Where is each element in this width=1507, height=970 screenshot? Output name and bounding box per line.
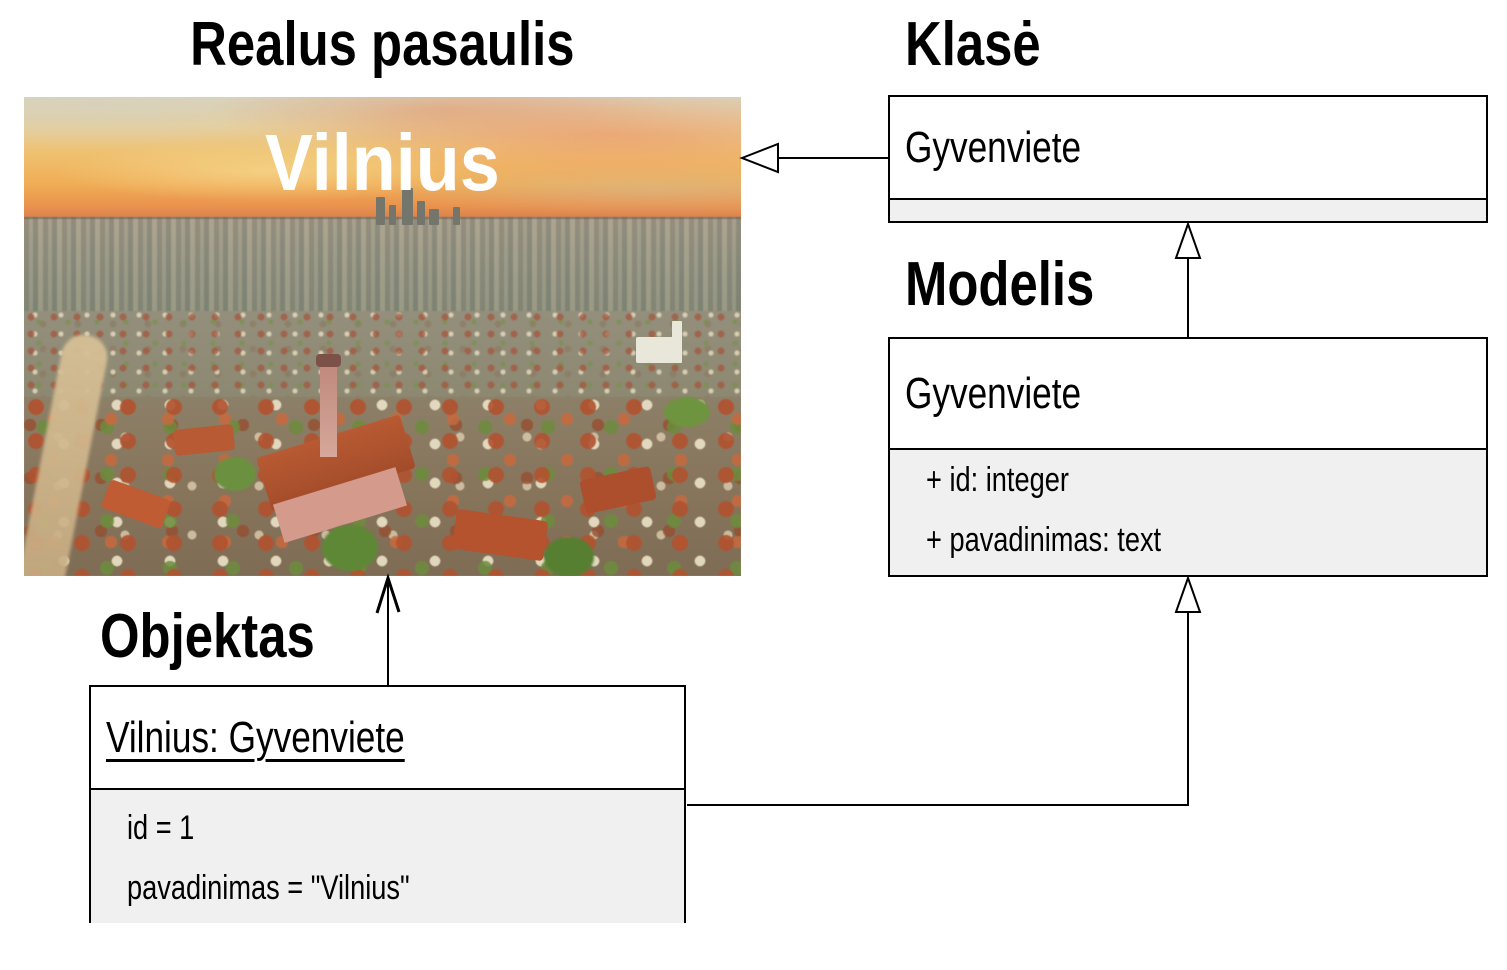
object-heading-label: Objektas (100, 602, 315, 671)
model-box-name: Gyvenviete (905, 368, 1082, 418)
class-heading-label: Klasė (905, 10, 1041, 79)
vilnius-cityscape-photo: Vilnius (24, 97, 741, 576)
object-heading: Objektas (100, 606, 362, 668)
photo-caption: Vilnius (24, 123, 741, 203)
tree (664, 397, 710, 427)
object-to-photo-connector (375, 573, 401, 686)
skyscraper-silhouette (453, 207, 460, 225)
class-heading: Klasė (905, 14, 1070, 76)
photo-caption-text: Vilnius (265, 118, 500, 207)
object-attribute-id: id = 1 (127, 809, 195, 847)
model-attribute-id: + id: integer (926, 461, 1069, 499)
church-tower (320, 365, 337, 457)
class-box-attributes-compartment (890, 198, 1486, 221)
tree (544, 537, 594, 576)
object-to-model-connector (687, 574, 1202, 806)
hollow-triangle-arrowhead (739, 142, 779, 174)
skyscraper-silhouette (402, 188, 413, 225)
photo-distant-skyline (24, 217, 741, 313)
object-box-attributes-compartment: id = 1 pavadinimas = "Vilnius" (91, 788, 684, 923)
object-box-name-compartment: Vilnius: Gyvenviete (91, 687, 684, 788)
model-box-name-compartment: Gyvenviete (890, 339, 1486, 448)
attribute-row: + id: integer (890, 450, 1486, 510)
hollow-triangle-arrowhead (1174, 574, 1202, 613)
model-box-attributes-compartment: + id: integer + pavadinimas: text (890, 448, 1486, 575)
open-arrowhead (375, 573, 401, 614)
object-uml-box: Vilnius: Gyvenviete id = 1 pavadinimas =… (89, 685, 686, 923)
attribute-row: pavadinimas = "Vilnius" (91, 858, 684, 918)
hollow-triangle-arrowhead (1174, 220, 1202, 259)
real-world-heading: Realus pasaulis (24, 14, 741, 76)
model-heading-label: Modelis (905, 250, 1095, 319)
skyscraper-silhouette (389, 205, 396, 225)
model-uml-box: Gyvenviete + id: integer + pavadinimas: … (888, 337, 1488, 577)
skyscraper-silhouette (376, 197, 385, 225)
class-uml-box: Gyvenviete (888, 95, 1488, 223)
class-box-name: Gyvenviete (905, 122, 1082, 172)
church-tower-cap (316, 354, 341, 367)
model-attribute-pavadinimas: + pavadinimas: text (926, 521, 1162, 559)
skyscraper-silhouette (429, 209, 439, 225)
tree (214, 457, 256, 491)
object-attribute-pavadinimas: pavadinimas = "Vilnius" (127, 869, 410, 907)
attribute-row: id = 1 (91, 798, 684, 858)
tree (322, 525, 378, 571)
white-church-tower (672, 321, 682, 363)
real-world-heading-label: Realus pasaulis (190, 10, 575, 79)
photo-mid-town (24, 311, 741, 407)
class-to-photo-connector (739, 142, 889, 174)
skyscraper-silhouette (417, 201, 425, 225)
attribute-row: + pavadinimas: text (890, 510, 1486, 570)
model-to-class-connector (1174, 220, 1202, 338)
object-box-name: Vilnius: Gyvenviete (106, 712, 405, 762)
model-heading: Modelis (905, 254, 1136, 316)
class-box-name-compartment: Gyvenviete (890, 97, 1486, 198)
